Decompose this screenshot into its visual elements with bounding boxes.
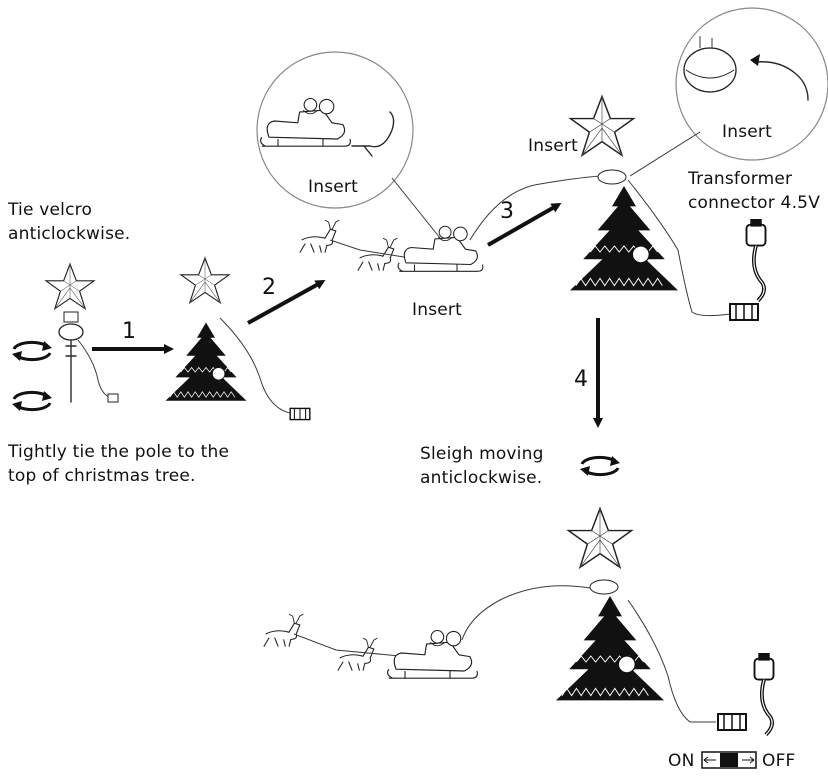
reindeer-icon — [357, 237, 398, 272]
insert-sleigh-label: Insert — [412, 300, 462, 320]
step-number-4: 4 — [574, 367, 588, 392]
insert-transformer-circle-label: Insert — [722, 122, 772, 142]
star-icon — [569, 95, 635, 157]
rotate-arrows-icon — [10, 389, 54, 413]
connector-box — [717, 713, 747, 731]
sleigh-icon — [387, 629, 478, 679]
step-arrow-2 — [247, 280, 326, 325]
reindeer-icon — [299, 219, 340, 254]
switch-icon — [701, 751, 757, 769]
connector-box — [729, 303, 759, 321]
rotate-arrows-icon — [578, 454, 622, 478]
step-number-1: 1 — [122, 319, 136, 344]
star-icon — [567, 507, 633, 569]
insert-sleigh-circle-label: Insert — [308, 177, 358, 197]
pole-assembly — [58, 311, 119, 403]
christmas-tree-icon — [569, 185, 679, 291]
sleigh-moving-label: Sleigh moving anticlockwise. — [420, 444, 544, 488]
reindeer-icon — [263, 613, 304, 648]
tie-velcro-label: Tie velcro anticlockwise. — [8, 200, 131, 244]
star-icon — [180, 257, 230, 304]
connector-box — [289, 407, 311, 421]
transformer-plug-icon — [744, 217, 768, 303]
tightly-tie-label: Tightly tie the pole to the top of chris… — [8, 442, 230, 486]
switch-on-label: ON — [668, 751, 695, 771]
transformer-label: Transformer connector 4.5V — [688, 169, 821, 213]
rotate-arrows-icon — [10, 339, 54, 363]
step-arrow-3 — [487, 203, 562, 247]
insert-star-label: Insert — [528, 136, 578, 156]
step-number-2: 2 — [262, 275, 276, 300]
star-icon — [45, 263, 95, 310]
step-number-3: 3 — [500, 199, 514, 224]
switch-off-label: OFF — [762, 751, 796, 771]
transformer-detail-circle — [675, 7, 828, 161]
transformer-plug-icon — [752, 651, 776, 737]
reindeer-icon — [337, 637, 378, 672]
christmas-tree-icon — [555, 595, 665, 702]
sleigh-icon — [397, 225, 484, 272]
